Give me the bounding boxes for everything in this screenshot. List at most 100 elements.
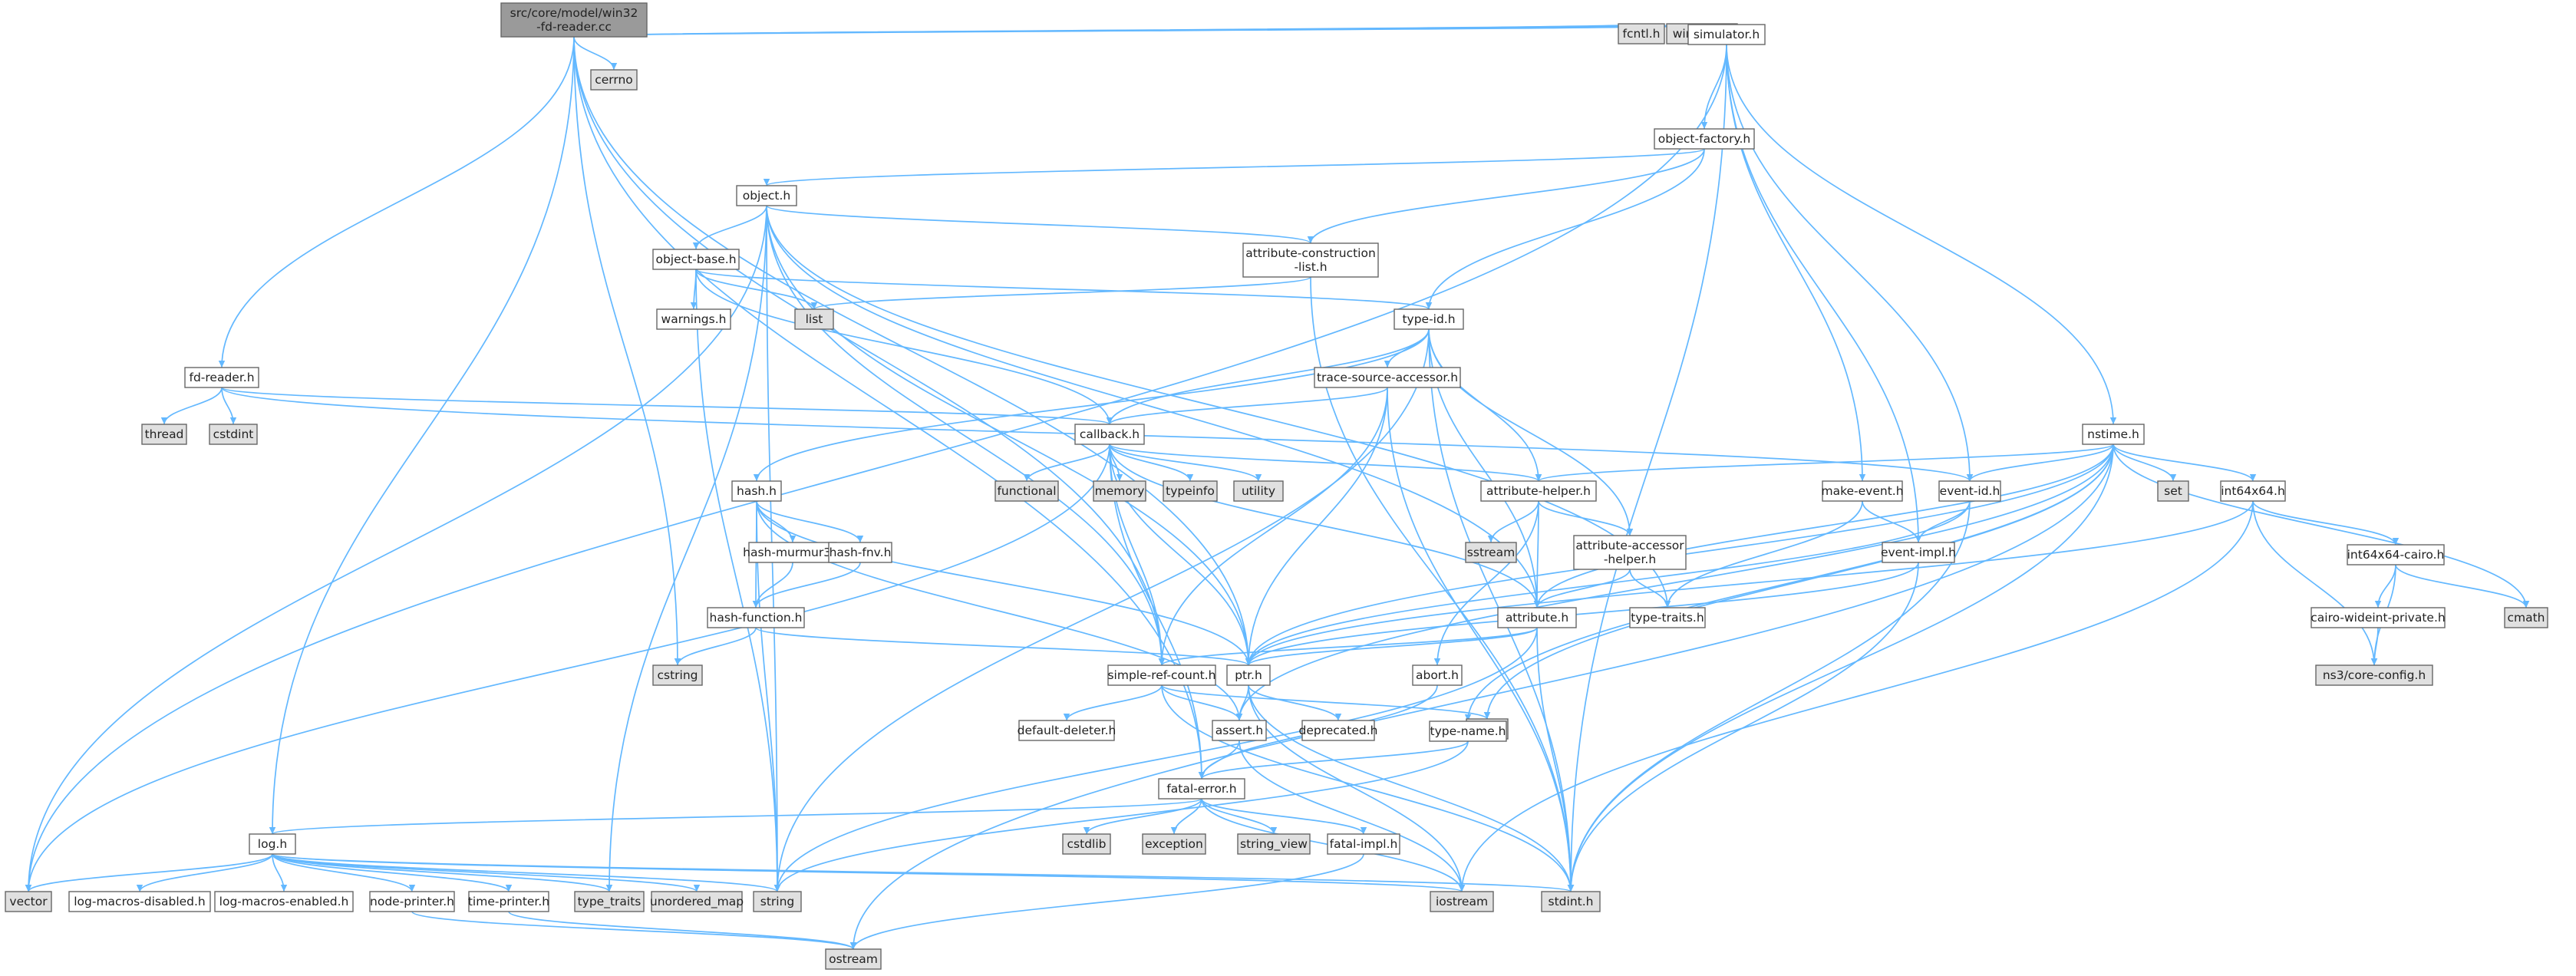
edge-hash-to-ptr	[756, 500, 1249, 666]
node-cstdlib: cstdlib	[1062, 833, 1111, 855]
node-defaultdeleter[interactable]: default-deleter.h	[1018, 720, 1116, 741]
edge-objectbase-to-string	[695, 269, 778, 892]
node-label: trace-source-accessor.h	[1317, 371, 1458, 384]
node-objectbase[interactable]: object-base.h	[652, 249, 740, 270]
node-box	[1480, 480, 1597, 502]
node-int64cairo[interactable]: int64x64-cairo.h	[2347, 544, 2445, 565]
edge-fatalerror-to-cstdlib	[1086, 798, 1202, 835]
node-typeid[interactable]: type-id.h	[1394, 308, 1464, 330]
node-box	[1687, 24, 1766, 45]
node-label: typeinfo	[1166, 484, 1215, 498]
edge-hash-to-assert	[756, 500, 1240, 721]
node-attrcons[interactable]: attribute-construction-list.h	[1242, 242, 1379, 278]
node-box	[2347, 544, 2445, 565]
node-attribute[interactable]: attribute.h	[1497, 607, 1577, 628]
node-typetraits: type_traits	[574, 891, 645, 912]
edge-root-to-fatalerror	[573, 36, 1202, 780]
node-typename[interactable]: type-name.h	[1429, 720, 1507, 742]
node-eventimpl[interactable]: event-impl.h	[1881, 542, 1956, 563]
node-logen[interactable]: log-macros-enabled.h	[214, 891, 354, 912]
node-label: functional	[997, 484, 1056, 498]
edge-arrowhead	[1360, 827, 1367, 834]
node-trace[interactable]: trace-source-accessor.h	[1314, 367, 1461, 388]
node-label: exception	[1145, 837, 1203, 851]
edge-fdreader-to-callback	[221, 387, 1110, 425]
edge-arrowhead	[1235, 714, 1243, 720]
edge-arrowhead	[218, 361, 226, 368]
node-box	[1163, 480, 1218, 502]
node-simulator[interactable]: simulator.h	[1687, 24, 1766, 45]
node-attrhelper[interactable]: attribute-helper.h	[1480, 480, 1597, 502]
edge-arrowhead	[1083, 827, 1090, 834]
edge-nstime-to-limits	[1486, 443, 2114, 720]
edge-callback-to-typeinfo	[1109, 443, 1191, 482]
node-abort[interactable]: abort.h	[1412, 664, 1463, 686]
node-box	[1074, 424, 1145, 445]
node-label: cerrno	[595, 73, 633, 87]
node-label: memory	[1095, 484, 1145, 498]
node-assert[interactable]: assert.h	[1212, 720, 1267, 741]
node-log[interactable]: log.h	[249, 833, 296, 855]
node-box	[1412, 664, 1463, 686]
edge-callback-to-functional	[1026, 443, 1110, 482]
node-logdis[interactable]: log-macros-disabled.h	[68, 891, 211, 912]
node-hash[interactable]: hash.h	[731, 480, 782, 502]
node-hashfn[interactable]: hash-function.h	[707, 607, 805, 628]
node-root[interactable]: src/core/model/win32-fd-reader.cc	[500, 2, 648, 38]
node-label: type-id.h	[1402, 312, 1455, 326]
node-fdreader[interactable]: fd-reader.h	[184, 367, 259, 388]
node-fatalimpl[interactable]: fatal-impl.h	[1327, 833, 1400, 855]
node-label: utility	[1242, 484, 1275, 498]
node-accessor[interactable]: attribute-accessor-helper.h	[1573, 535, 1687, 570]
node-box	[1654, 128, 1755, 150]
node-box	[574, 891, 645, 912]
edge-arrowhead	[2392, 538, 2400, 545]
edge-nstime-to-attribute	[1536, 443, 2114, 608]
edge-simulator-to-stdint	[1570, 44, 1727, 892]
node-label: hash-function.h	[710, 611, 803, 625]
node-fnv[interactable]: hash-fnv.h	[828, 542, 892, 563]
node-timeprinter[interactable]: time-printer.h	[468, 891, 549, 912]
node-box	[1629, 607, 1706, 628]
node-fatalerror[interactable]: fatal-error.h	[1158, 778, 1245, 800]
node-label: int64x64-cairo.h	[2347, 548, 2445, 562]
node-label: ns3/core-config.h	[2323, 668, 2426, 682]
node-object[interactable]: object.h	[736, 185, 797, 206]
node-typetraitsh[interactable]: type-traits.h	[1629, 607, 1706, 628]
edge-arrowhead	[1158, 658, 1166, 665]
edge-int64-to-int64cairo	[2252, 500, 2396, 546]
edge-eventid-to-eventimpl	[1918, 500, 1971, 543]
node-nstime[interactable]: nstime.h	[2082, 424, 2145, 445]
edge-fatalerror-to-log	[272, 798, 1202, 835]
edge-typeid-to-accessor	[1428, 328, 1631, 536]
node-box	[1158, 778, 1245, 800]
edge-arrowhead	[136, 885, 143, 892]
node-callback[interactable]: callback.h	[1074, 424, 1145, 445]
edge-arrowhead	[693, 885, 701, 892]
node-label: string	[760, 895, 795, 908]
edge-ptr-to-deprecated	[1248, 684, 1339, 721]
edge-int64cairo-to-cmath	[2395, 564, 2527, 608]
edge-arrowhead	[1966, 474, 1974, 481]
edge-arrowhead	[849, 942, 857, 949]
edge-arrowhead	[1023, 474, 1031, 481]
node-ptr[interactable]: ptr.h	[1226, 664, 1271, 686]
edge-arrowhead	[229, 417, 237, 424]
node-simpleref[interactable]: simple-ref-count.h	[1107, 664, 1216, 686]
edge-log-to-vector	[28, 853, 273, 892]
node-box	[141, 424, 187, 445]
edge-trace-to-callback	[1109, 387, 1388, 425]
node-box	[652, 664, 703, 686]
node-eventid[interactable]: event-id.h	[1938, 480, 2001, 502]
node-int64[interactable]: int64x64.h	[2220, 480, 2286, 502]
edge-root-to-cstring	[573, 36, 678, 666]
edge-attrhelper-to-accessor	[1538, 500, 1631, 536]
node-makeevent[interactable]: make-event.h	[1821, 480, 1904, 502]
node-deprecated[interactable]: deprecated.h	[1298, 720, 1378, 741]
node-nodeprinter[interactable]: node-printer.h	[369, 891, 455, 912]
node-warnings[interactable]: warnings.h	[656, 308, 731, 330]
node-cairowide[interactable]: cairo-wideint-private.h	[2310, 607, 2446, 628]
node-objectfactory[interactable]: object-factory.h	[1654, 128, 1755, 150]
edge-nodeprinter-to-ostream	[411, 911, 854, 950]
node-murmur[interactable]: hash-murmur3.h	[743, 542, 843, 563]
